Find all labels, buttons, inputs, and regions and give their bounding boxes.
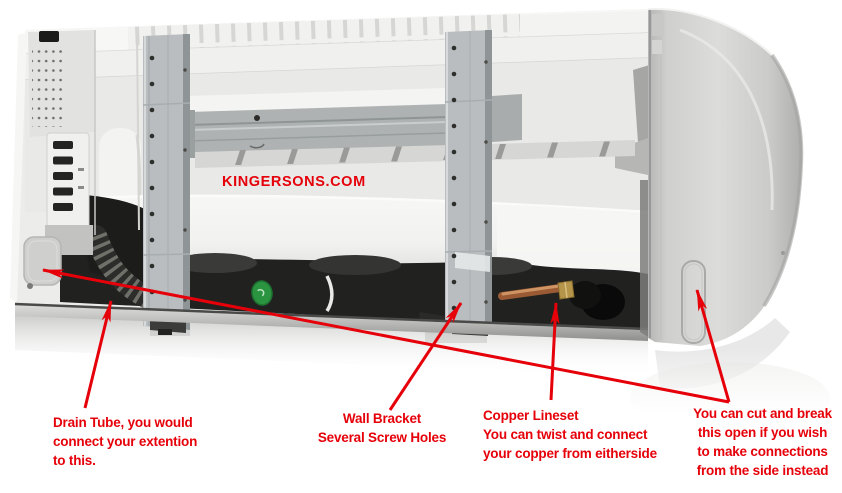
bracket-highlight [455,252,490,272]
annotation-arrows [42,268,731,411]
control-box-slot [39,31,59,42]
arrow-copper-lineset [549,302,560,401]
left-knockout-cover [23,236,62,289]
label-drain-tube: Drain Tube, you would connect your exten… [53,415,198,468]
right-end-cap [640,7,804,346]
arrow-left-knockout [42,268,730,404]
green-sticker [251,280,273,306]
arrow-drain-tube [83,300,113,409]
left-control-box [23,30,140,289]
vent-dot-grid [32,47,64,127]
reflection-fade [0,348,842,493]
left-edge [10,33,27,302]
brand-watermark: KINGERSONS.COM [222,174,366,190]
cable-tie [325,275,334,312]
cap-screw-hole [781,251,785,255]
label-copper-lineset: Copper Lineset You can twist and connect… [483,408,657,461]
arrow-wall-bracket [388,302,463,411]
copper-lineset [498,280,575,300]
wall-bracket-left [142,34,191,335]
terminal-block [46,132,90,229]
label-wall-bracket: Wall Bracket Several Screw Holes [317,411,447,445]
bottom-rail [14,302,649,341]
arrow-right-knockout [695,289,731,403]
label-side-knockout: You can cut and break this open if you w… [693,406,832,478]
